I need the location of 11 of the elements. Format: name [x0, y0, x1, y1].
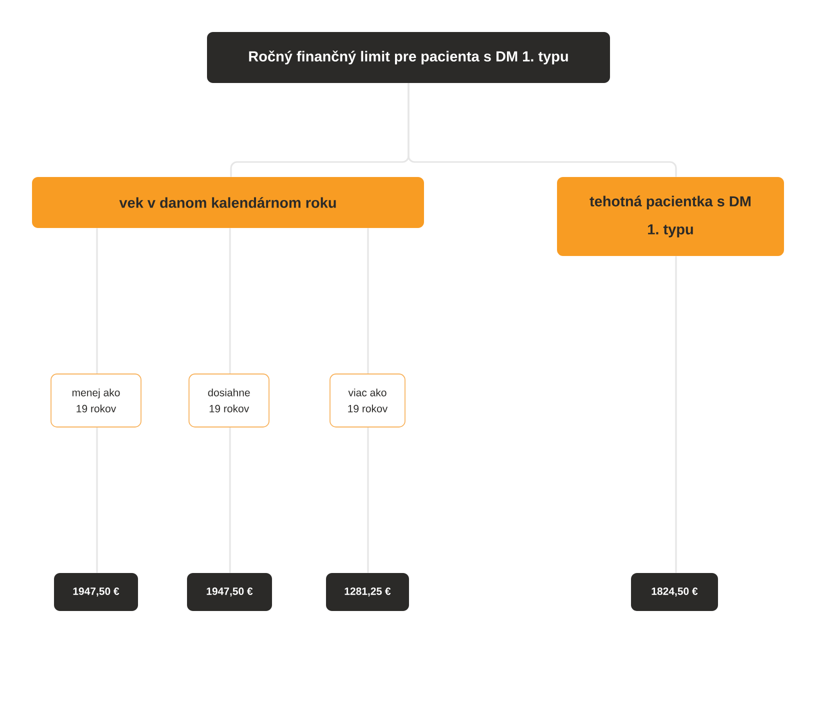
category-box: tehotná pacientka s DM 1. typu: [557, 177, 784, 256]
header-box: Ročný finančný limit pre pacienta s DM 1. typu: [207, 32, 610, 83]
amount-box: 1824,50 €: [631, 573, 718, 611]
option-box: viac ako 19 rokov: [330, 374, 406, 428]
option-box: menej ako 19 rokov: [50, 374, 142, 428]
amount-box: 1947,50 €: [54, 573, 138, 611]
category-box: vek v danom kalendárnom roku: [32, 177, 424, 228]
option-box: dosiahne 19 rokov: [188, 374, 270, 428]
amount-box: 1281,25 €: [326, 573, 409, 611]
connector-line: [408, 83, 677, 177]
amount-box: 1947,50 €: [187, 573, 272, 611]
